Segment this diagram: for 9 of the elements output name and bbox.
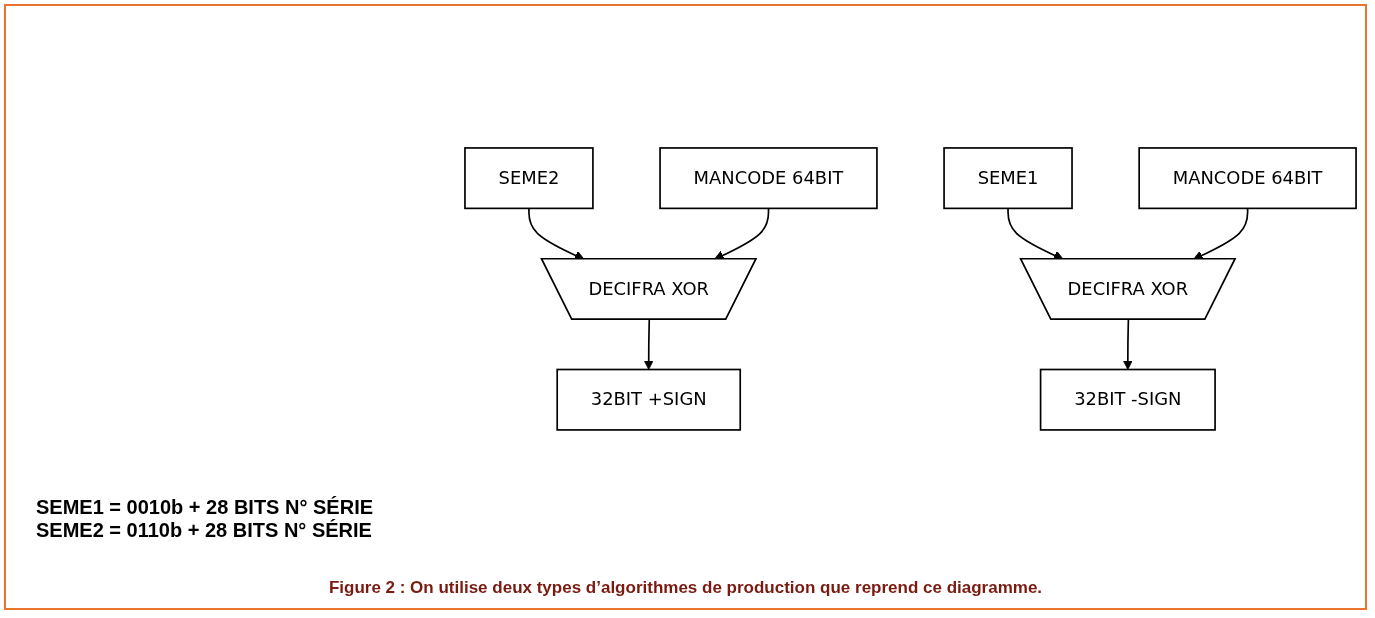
node-box: MANCODE 64BIT: [659, 147, 878, 210]
node-box: 32BIT +SIGN: [556, 368, 742, 431]
node-box: SEME2: [464, 147, 594, 210]
node-box: 32BIT -SIGN: [1039, 368, 1216, 431]
figure-caption: Figure 2 : On utilise deux types d’algorithmes de production que reprend ce diagramme.: [327, 577, 1044, 599]
node-box: MANCODE 64BIT: [1138, 147, 1357, 210]
note-text: SEME1 = 0010b + 28 BITS N° SÉRIE: [36, 496, 375, 519]
note-text: SEME2 = 0110b + 28 BITS N° SÉRIE: [36, 519, 373, 542]
node-box: SEME1: [943, 147, 1073, 210]
